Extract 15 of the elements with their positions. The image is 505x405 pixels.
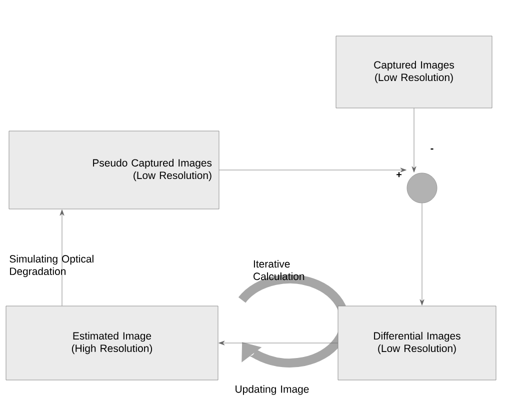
sign-label: + [396, 172, 402, 178]
edge-label: Simulating Optical Degradation [10, 254, 94, 278]
edge-label: Updating Image [236, 385, 309, 395]
process-box: Estimated Image (High Resolution) [6, 306, 218, 380]
process-box: Differential Images (Low Resolution) [338, 306, 496, 380]
arrow [60, 210, 64, 306]
process-box: Captured Images (Low Resolution) [336, 36, 492, 108]
center-label: Iterative Calculation [254, 260, 304, 280]
process-box: Pseudo Captured Images (Low Resolution) [8, 130, 220, 210]
arrow [412, 108, 416, 172]
sign-label: - [430, 148, 434, 150]
summing-circle [406, 172, 438, 204]
arrow [218, 340, 338, 346]
arrow [420, 203, 424, 306]
arrow [219, 168, 406, 172]
